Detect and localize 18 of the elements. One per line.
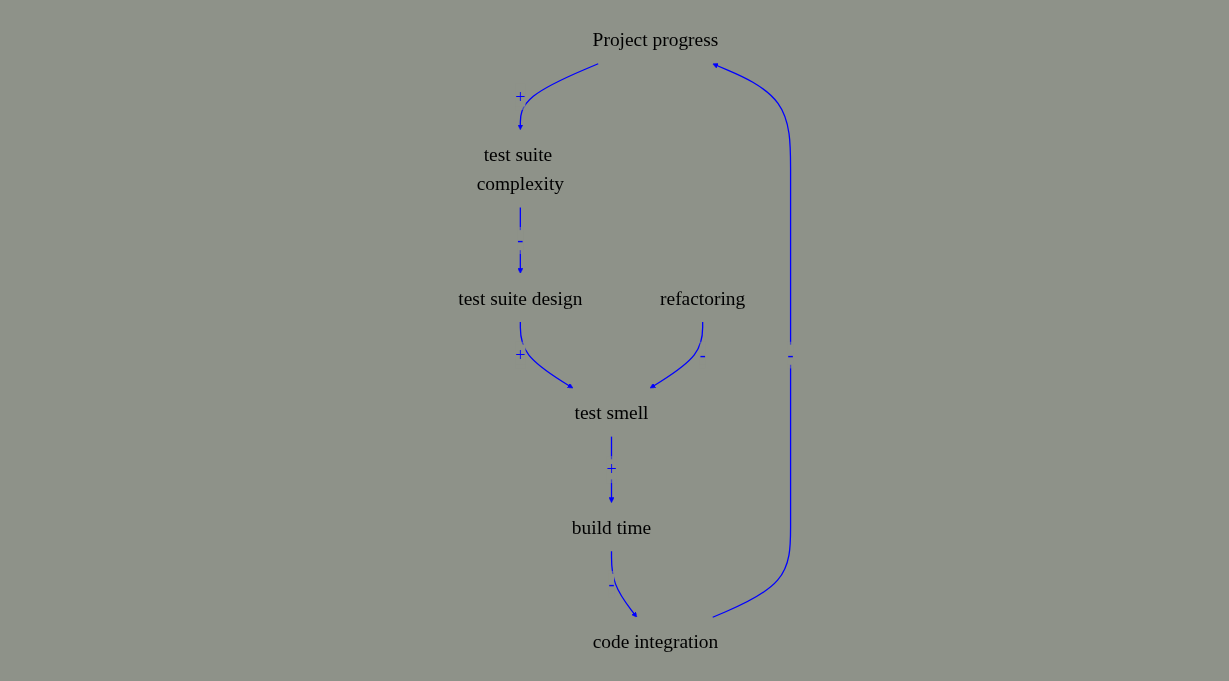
arrow xyxy=(519,321,573,389)
node-text: test suite design xyxy=(457,287,582,309)
edge-label: - xyxy=(608,573,615,594)
arrow xyxy=(649,321,703,389)
edge-label: - xyxy=(787,344,794,365)
edge-label: + xyxy=(606,459,617,480)
edge-label: + xyxy=(514,344,526,365)
node-text: test smell xyxy=(574,401,649,424)
node-text: Project progress xyxy=(592,28,718,51)
edge-label: + xyxy=(514,86,526,107)
node-text: test suite complexity xyxy=(476,143,564,194)
node-text: code integration xyxy=(592,630,718,653)
edge-label: - xyxy=(699,344,706,365)
node-text: build time xyxy=(571,516,651,538)
arrow xyxy=(517,63,599,131)
edge-label: - xyxy=(516,230,523,251)
node-text: refactoring xyxy=(659,287,745,309)
arrow xyxy=(711,63,791,618)
